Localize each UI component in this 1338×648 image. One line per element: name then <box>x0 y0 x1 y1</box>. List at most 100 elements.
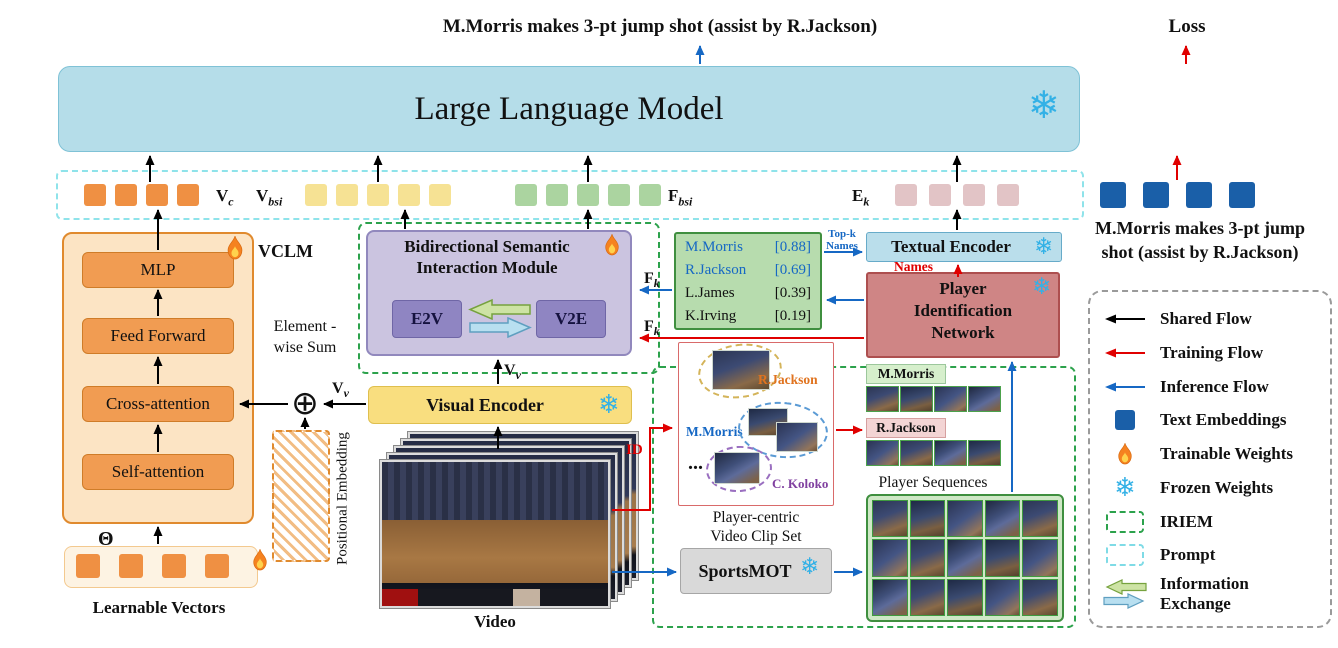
sequence-thumb <box>866 386 899 412</box>
video-stands <box>382 462 608 520</box>
legend-label: Trainable Weights <box>1160 444 1294 463</box>
feed-forward-block: Feed Forward <box>82 318 234 354</box>
vv-label: Vv <box>504 362 521 383</box>
player-clip-thumb <box>776 422 818 452</box>
llm-title: Large Language Model <box>414 90 724 127</box>
element-wise-sum-label: Element -wise Sum <box>273 318 337 356</box>
player-detection-thumb <box>872 500 908 538</box>
player-name: K.Irving <box>685 308 737 324</box>
e2v-block: E2V <box>392 300 462 338</box>
player-sequences-caption: Player Sequences <box>878 474 988 491</box>
information-exchange-arrows-icon <box>1100 579 1150 609</box>
player-detection-thumb <box>1022 500 1058 538</box>
legend-box: Shared Flow Training Flow Inference Flow… <box>1088 290 1332 628</box>
vc-embedding-chip <box>115 184 137 206</box>
vbsi-embedding-chip <box>398 184 420 206</box>
cross-attention-block: Cross-attention <box>82 386 234 422</box>
mlp-block: MLP <box>82 252 234 288</box>
prompt-region-box <box>56 170 1084 220</box>
positional-embedding-box <box>272 430 330 562</box>
vv-label: Vv <box>332 380 349 401</box>
legend-item-frozen-weights: ❄ Frozen Weights <box>1100 473 1320 503</box>
self-attention-block: Self-attention <box>82 454 234 490</box>
ek-embedding-chip <box>963 184 985 206</box>
fbsi-embedding-chip <box>608 184 630 206</box>
legend-item-iriem: IRIEM <box>1100 507 1320 537</box>
player-id-network-box <box>866 272 1060 358</box>
loss-label: Loss <box>1168 16 1206 37</box>
clip-ellipsis: ... <box>688 452 703 474</box>
learnable-vector-chip <box>162 554 186 578</box>
learnable-vector-chip <box>119 554 143 578</box>
player-detection-thumb <box>1022 539 1058 577</box>
flame-icon <box>602 233 622 262</box>
legend-item-prompt: Prompt <box>1100 540 1320 570</box>
sequence-thumb <box>934 386 967 412</box>
player-sequence-strip <box>866 386 1001 412</box>
fbsi-embedding-chip <box>639 184 661 206</box>
topk-scores-box: M.Morris [0.88] R.Jackson [0.69] L.James… <box>674 232 822 330</box>
learnable-vector-chip <box>76 554 100 578</box>
clip-player-name: R.Jackson <box>758 372 818 387</box>
learnable-vectors-label: Learnable Vectors <box>92 598 226 617</box>
player-score: [0.19] <box>774 308 811 324</box>
llm-box: Large Language Model <box>58 66 1080 152</box>
topk-names-label: Top-k Names <box>826 228 858 252</box>
sequence-thumb <box>968 440 1001 466</box>
clip-player-name: M.Morris <box>686 424 743 439</box>
text-embedding-chip <box>1186 182 1212 208</box>
text-embedding-chip <box>1143 182 1169 208</box>
video-label: Video <box>474 612 516 631</box>
snowflake-icon: ❄ <box>1028 83 1060 127</box>
sequence-player-label: R.Jackson <box>866 418 946 438</box>
visual-encoder-box: Visual Encoder <box>368 386 632 424</box>
player-detection-thumb <box>984 578 1021 616</box>
player-detection-thumb <box>947 539 983 577</box>
flame-icon <box>1100 442 1150 466</box>
player-id-network-label: Player Identification Network <box>913 279 1013 342</box>
fbsi-embedding-chip <box>546 184 568 206</box>
fbsi-label: Fbsi <box>668 186 693 209</box>
player-score: [0.39] <box>774 285 811 301</box>
player-clip-thumb <box>712 350 770 390</box>
vc-embedding-chip <box>177 184 199 206</box>
legend-item-information-exchange: Information Exchange <box>1100 574 1320 614</box>
flame-icon <box>224 235 246 266</box>
player-detection-thumb <box>947 578 983 616</box>
vc-embedding-chip <box>84 184 106 206</box>
legend-label: Text Embeddings <box>1160 410 1287 430</box>
names-label: Names <box>894 259 933 274</box>
text-embedding-chip <box>1229 182 1255 208</box>
ground-truth-caption: M.Morris makes 3-pt jump shot (assist by… <box>1095 218 1305 262</box>
player-sequence-strip <box>866 440 1001 466</box>
tracking-grid <box>866 494 1064 622</box>
textual-encoder-box: Textual Encoder <box>866 232 1062 262</box>
ek-label: Ek <box>852 186 870 209</box>
vbsi-embedding-chip <box>336 184 358 206</box>
player-clip-thumb <box>714 452 760 484</box>
vbsi-embedding-chip <box>305 184 327 206</box>
prompt-swatch-icon <box>1100 544 1150 567</box>
snowflake-icon: ❄ <box>598 390 620 420</box>
video-scorebar <box>382 588 608 606</box>
snowflake-icon: ❄ <box>1034 234 1054 260</box>
output-caption: M.Morris makes 3-pt jump shot (assist by… <box>442 16 878 37</box>
legend-item-inference-flow: Inference Flow <box>1100 372 1320 402</box>
v2e-block: V2E <box>536 300 606 338</box>
player-detection-thumb <box>909 578 946 616</box>
snowflake-icon: ❄ <box>800 554 820 580</box>
player-name: L.James <box>685 285 735 301</box>
id-label: ID <box>626 442 643 458</box>
ek-embedding-chip <box>929 184 951 206</box>
theta-label: Θ <box>98 528 114 550</box>
ek-embedding-chip <box>895 184 917 206</box>
iriem-region-top <box>358 222 660 374</box>
topk-row: M.Morris [0.88] <box>676 236 820 259</box>
sportsmot-box: SportsMOT <box>680 548 832 594</box>
legend-item-text-embeddings: Text Embeddings <box>1100 405 1320 435</box>
player-name: R.Jackson <box>685 262 747 278</box>
player-detection-thumb <box>984 500 1021 538</box>
vbsi-embedding-chip <box>429 184 451 206</box>
vbsi-embedding-chip <box>367 184 389 206</box>
